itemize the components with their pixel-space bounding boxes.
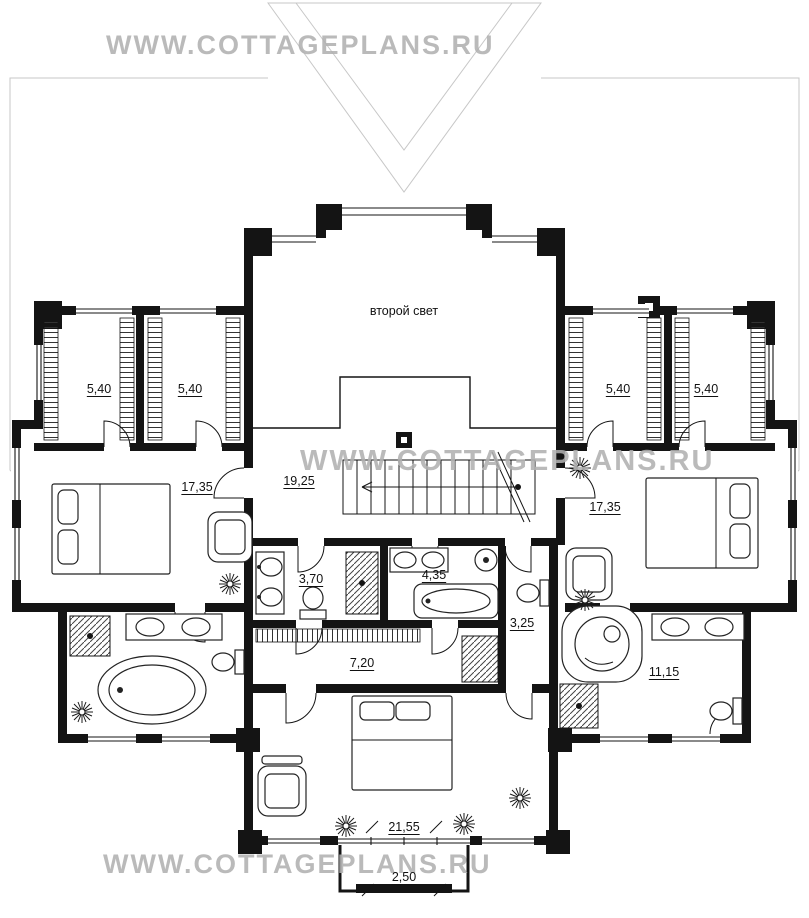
shower-left [69, 615, 111, 657]
double-sink-left [125, 613, 223, 641]
void-railing [253, 376, 556, 429]
toilet-370 [299, 586, 327, 620]
toilet-325 [516, 579, 550, 607]
toilet-right [709, 697, 743, 725]
stair-direction-arrow [361, 481, 521, 493]
room-area-wardrobe-left-inner: 5,40 [177, 382, 203, 396]
armchair-bottom [257, 755, 307, 817]
bed-right [645, 477, 759, 569]
room-area-bedroom-left: 17,35 [181, 480, 213, 494]
jacuzzi-right [561, 605, 643, 683]
armchair-left [207, 511, 253, 563]
room-area-corridor: 7,20 [349, 656, 375, 670]
staircase [342, 451, 536, 523]
balcony-structure [338, 845, 470, 897]
corridor-closet [255, 628, 421, 643]
room-area-wc: 3,25 [509, 616, 535, 630]
room-area-bedroom-bottom: 21,55 [388, 820, 420, 834]
second-light-label: второй свет [369, 304, 439, 318]
room-area-bathroom-435: 4,35 [421, 568, 447, 582]
watermark-top: WWW.COTTAGEPLANS.RU [106, 30, 495, 60]
room-area-wardrobe-right-outer: 5,40 [693, 382, 719, 396]
room-area-bedroom-right: 17,35 [589, 500, 621, 514]
room-area-wardrobe-right-inner: 5,40 [605, 382, 631, 396]
column [396, 432, 412, 448]
shower-325 [461, 635, 499, 683]
windows [11, 207, 798, 846]
double-sink-370 [255, 551, 285, 615]
bed-left [51, 483, 171, 575]
watermark-middle: WWW.COTTAGEPLANS.RU [300, 445, 715, 477]
interior-walls [34, 315, 775, 693]
room-area-wardrobe-left-outer: 5,40 [86, 382, 112, 396]
corner-sink-435 [474, 548, 498, 572]
bathtub-left [97, 655, 207, 725]
room-area-balcony: 2,50 [391, 870, 417, 884]
toilet-left [211, 649, 245, 675]
dimension-ticks [365, 820, 443, 834]
double-sink-435 [389, 547, 449, 573]
exterior-walls [12, 204, 797, 854]
room-area-bathroom-370: 3,70 [298, 572, 324, 586]
room-area-bathroom-right: 11,15 [648, 665, 680, 679]
double-sink-right [651, 613, 745, 641]
watermark-bottom: WWW.COTTAGEPLANS.RU [103, 849, 492, 879]
shower-right [559, 683, 599, 729]
bathtub-center [413, 583, 499, 619]
room-area-stair-hall: 19,25 [283, 474, 315, 488]
armchair-right [565, 547, 613, 601]
bed-bottom [351, 695, 453, 791]
wardrobe-shelving [43, 317, 766, 643]
shower-370 [345, 551, 379, 615]
